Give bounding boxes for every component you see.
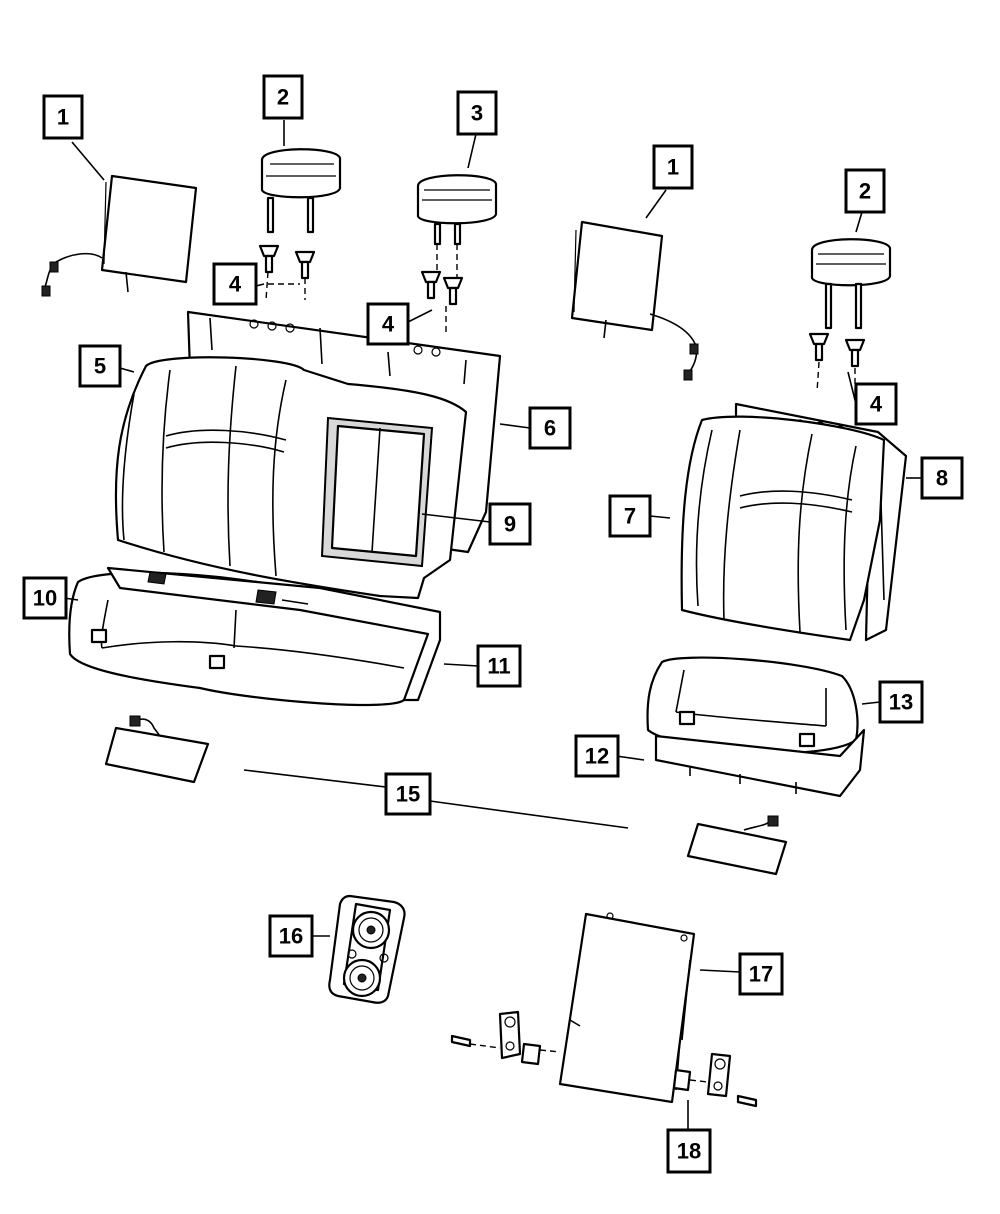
callout-18-label: 18	[677, 1139, 701, 1164]
hinge-right	[672, 1052, 758, 1108]
headrest-left	[260, 148, 342, 234]
headrest-center	[416, 174, 498, 246]
cup-holder	[328, 894, 406, 1004]
callout-11: 11	[476, 644, 522, 688]
callout-4-left-label: 4	[229, 272, 242, 297]
leader-1b	[645, 189, 667, 219]
callout-8: 8	[920, 456, 964, 500]
callout-1-left: 1	[42, 94, 84, 140]
callout-1-left-label: 1	[57, 105, 69, 130]
callout-2-right: 2	[844, 168, 886, 214]
callout-4-left: 4	[212, 262, 258, 306]
callout-6-label: 6	[544, 416, 556, 441]
callout-17: 17	[738, 952, 784, 996]
callout-15: 15	[384, 772, 432, 816]
callout-13: 13	[878, 680, 924, 724]
callout-9: 9	[488, 502, 532, 546]
callout-7-label: 7	[624, 504, 636, 529]
leader-11	[443, 663, 479, 667]
callout-2-left-label: 2	[277, 85, 289, 110]
headrest-right	[810, 238, 892, 330]
callout-13-label: 13	[889, 690, 913, 715]
heater-pad-left	[41, 174, 198, 297]
callout-5: 5	[78, 344, 122, 388]
seat-back-cushion-right	[680, 415, 886, 642]
callout-4-right: 4	[854, 382, 898, 426]
leader-3	[467, 133, 477, 169]
seat-cushion-frame-right	[654, 728, 866, 798]
headrest-guide-sleeves-left	[258, 244, 316, 301]
callout-6: 6	[528, 406, 572, 450]
armrest-panel	[558, 912, 696, 1104]
seat-back-cushion-left	[114, 356, 468, 600]
cushion-heater-pad-left	[104, 715, 210, 784]
heater-pad-right	[570, 220, 699, 381]
callout-11-label: 11	[487, 654, 510, 679]
callout-10-label: 10	[33, 586, 57, 611]
callout-2-left: 2	[262, 74, 304, 120]
leader-17	[699, 969, 741, 973]
callout-15-label: 15	[396, 782, 420, 807]
hinge-left	[450, 1010, 561, 1066]
callout-3-label: 3	[471, 101, 483, 126]
callout-4-center: 4	[366, 302, 410, 346]
headrest-guide-sleeves-center	[420, 244, 464, 336]
callout-12: 12	[574, 734, 620, 778]
callout-1-right-label: 1	[667, 155, 679, 180]
callout-2-right-label: 2	[859, 179, 871, 204]
seat-cushion-right	[646, 656, 859, 755]
leader-1a	[71, 141, 105, 181]
callout-4-center-label: 4	[382, 312, 395, 337]
callout-12-label: 12	[585, 744, 609, 769]
leader-5	[119, 367, 135, 373]
leader-6	[499, 423, 531, 429]
callout-1-right: 1	[652, 144, 694, 190]
callout-7: 7	[608, 494, 652, 538]
cushion-heater-pad-right	[686, 815, 788, 876]
callout-3: 3	[456, 90, 498, 136]
callout-10: 10	[22, 576, 68, 620]
callout-4-right-label: 4	[870, 392, 883, 417]
leader-2b	[855, 211, 863, 233]
leader-4b	[407, 309, 433, 323]
callout-16: 16	[268, 914, 314, 958]
leader-15-right	[429, 800, 629, 829]
callout-8-label: 8	[936, 466, 948, 491]
leader-12	[615, 755, 645, 761]
seat-cushion-frame-left	[106, 566, 442, 702]
callout-16-label: 16	[279, 924, 303, 949]
leader-7	[649, 515, 671, 519]
leader-13	[861, 701, 881, 705]
callout-17-label: 17	[749, 962, 773, 987]
callout-5-label: 5	[94, 354, 106, 379]
leader-9	[421, 513, 491, 523]
callout-18: 18	[666, 1128, 712, 1174]
leader-15-left	[243, 769, 387, 788]
callout-9-label: 9	[504, 512, 516, 537]
